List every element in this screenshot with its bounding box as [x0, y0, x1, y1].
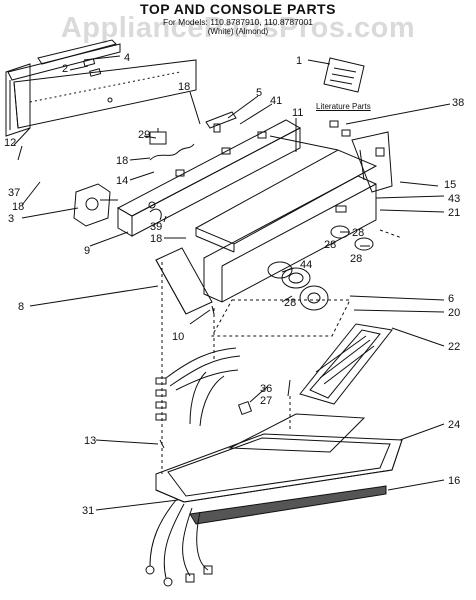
part-timer — [73, 183, 118, 227]
part-bracket-5-41 — [205, 111, 237, 133]
leader-lines — [13, 55, 451, 511]
callout-9: 9 — [84, 245, 90, 257]
callout-27: 27 — [260, 395, 272, 407]
callout-6: 6 — [448, 293, 454, 305]
part-main-top-24 — [155, 413, 403, 503]
callout-31: 31 — [82, 505, 94, 517]
callout-5: 5 — [256, 87, 262, 99]
callout-44: 44 — [300, 259, 312, 271]
callout-8: 8 — [18, 301, 24, 313]
part-ring-44 — [267, 261, 293, 279]
callout-15: 15 — [444, 179, 456, 191]
callout-16: 16 — [448, 475, 460, 487]
callout-12: 12 — [4, 137, 16, 149]
callout-11: 11 — [292, 107, 303, 119]
callout-18-b: 18 — [116, 155, 128, 167]
callout-28-c: 28 — [284, 297, 296, 309]
callout-20: 20 — [448, 307, 460, 319]
part-end-bracket — [351, 131, 393, 193]
guide-lines — [161, 262, 291, 474]
part-screw-38 — [329, 120, 351, 137]
callout-3: 3 — [8, 213, 14, 225]
callout-28-b: 28 — [324, 239, 336, 251]
callout-2: 2 — [62, 63, 68, 75]
part-literature-1 — [323, 57, 365, 93]
callout-14: 14 — [116, 175, 128, 187]
part-clip-39 — [149, 208, 162, 221]
callout-28-a: 28 — [352, 227, 364, 239]
diagram-subtitle-colors: (White) (Almond) — [207, 27, 269, 36]
part-switch — [149, 128, 167, 145]
callout-28-d: 28 — [350, 253, 362, 265]
callout-36: 36 — [260, 383, 272, 395]
part-control-panel — [116, 119, 302, 237]
callout-41: 41 — [270, 95, 282, 107]
callout-29: 29 — [138, 129, 150, 141]
callout-37: 37 — [8, 187, 20, 199]
callout-labels: 1 2 3 4 5 6 8 9 10 11 12 13 14 15 16 18 … — [4, 52, 464, 517]
part-screws-4 — [83, 58, 102, 77]
callout-18-a: 18 — [178, 81, 190, 93]
part-end-cap — [155, 247, 213, 315]
part-console-front — [203, 175, 377, 303]
callout-22: 22 — [448, 341, 460, 353]
part-top-cover — [194, 135, 378, 253]
part-group-21 — [379, 229, 403, 239]
callout-21: 21 — [448, 207, 460, 219]
part-screw-10 — [211, 305, 215, 315]
callout-18-c: 18 — [12, 201, 24, 213]
part-clip-27-36 — [237, 379, 291, 416]
diagram-subtitle-models: For Models: 110.8787910, 110.8787001 — [163, 17, 313, 27]
callout-13: 13 — [84, 435, 96, 447]
literature-parts-label: Literature Parts — [316, 102, 371, 111]
part-rear-panel — [7, 39, 197, 129]
callout-4: 4 — [124, 52, 130, 64]
part-wire-harness — [155, 347, 241, 427]
callout-18-d: 18 — [150, 233, 162, 245]
part-duct-22 — [299, 323, 393, 405]
callout-43: 43 — [448, 193, 460, 205]
part-gasket-16 — [189, 485, 387, 525]
part-bracket-20 — [211, 285, 351, 337]
callout-38: 38 — [452, 97, 464, 109]
callout-1: 1 — [296, 55, 302, 67]
part-harness-14 — [149, 143, 195, 161]
diagram-title: TOP AND CONSOLE PARTS — [140, 1, 336, 17]
callout-39: 39 — [150, 221, 162, 233]
part-wires-31 — [145, 499, 213, 587]
callout-24: 24 — [448, 419, 460, 431]
callout-10: 10 — [172, 331, 184, 343]
